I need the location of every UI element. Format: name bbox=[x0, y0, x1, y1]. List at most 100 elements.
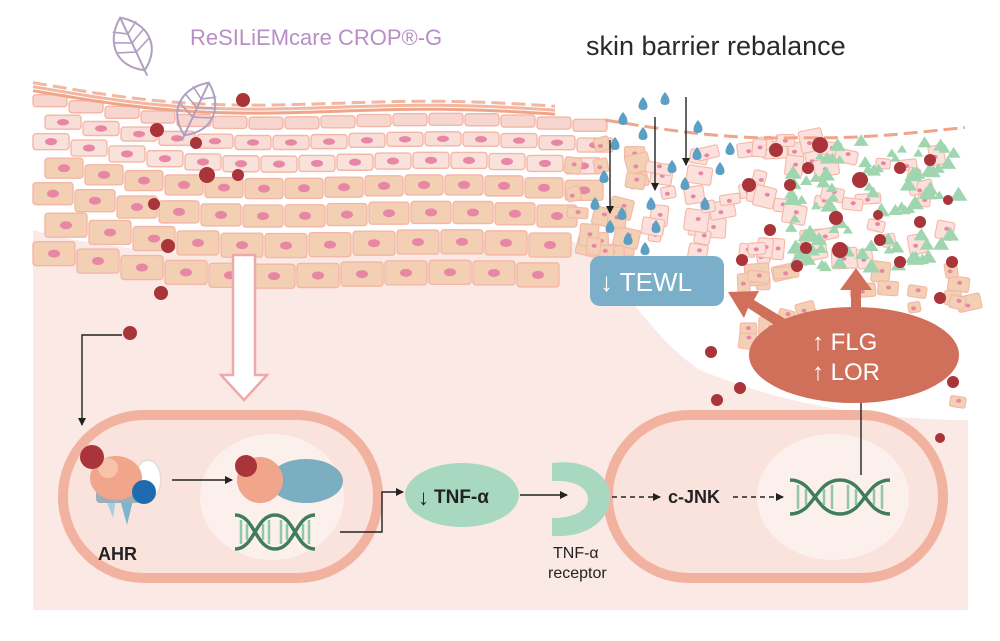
cell-nucleus bbox=[285, 139, 297, 146]
cell-nucleus bbox=[886, 285, 892, 290]
cell-nucleus bbox=[323, 138, 335, 145]
cell-nucleus bbox=[312, 271, 324, 280]
lipid-triangle bbox=[917, 136, 932, 148]
lipid-triangle bbox=[890, 153, 901, 162]
disrupted-cell bbox=[948, 294, 967, 311]
lipid-triangle bbox=[816, 176, 831, 188]
lipid-triangle bbox=[921, 181, 939, 195]
lipid-triangle bbox=[842, 225, 853, 234]
active-granule bbox=[148, 198, 160, 210]
water-drop-icon bbox=[700, 197, 710, 210]
water-drop-icon bbox=[638, 97, 648, 110]
water-drop-icon bbox=[715, 162, 725, 175]
active-granule bbox=[873, 210, 883, 220]
water-drops bbox=[590, 92, 735, 255]
stratum-corneum-cell bbox=[320, 115, 356, 129]
cell-nucleus bbox=[764, 192, 770, 197]
cell-nucleus bbox=[726, 198, 732, 203]
water-drop-icon bbox=[617, 207, 627, 220]
cell-nucleus bbox=[178, 180, 190, 189]
cell-nucleus bbox=[746, 335, 752, 340]
cell-nucleus bbox=[569, 193, 575, 198]
stratum-corneum-cell bbox=[284, 116, 320, 130]
cell-nucleus bbox=[456, 237, 468, 246]
cell-nucleus bbox=[875, 221, 881, 226]
disrupted-cell bbox=[685, 164, 714, 186]
lipid-triangle bbox=[798, 251, 816, 265]
water-drop-icon bbox=[618, 112, 628, 125]
cell-nucleus bbox=[133, 130, 145, 138]
cell-nucleus bbox=[425, 156, 437, 164]
skin-layers bbox=[32, 81, 614, 289]
active-granule bbox=[829, 211, 843, 225]
cell-nucleus bbox=[956, 398, 962, 403]
cell-nucleus bbox=[718, 210, 724, 215]
cjnk-label: c-JNK bbox=[668, 487, 720, 507]
stratum-corneum-cell bbox=[140, 110, 176, 124]
active-granule bbox=[894, 162, 906, 174]
lipid-triangle bbox=[820, 197, 839, 212]
cell-nucleus bbox=[746, 149, 752, 154]
cell-nucleus bbox=[785, 312, 791, 317]
disrupted-cell bbox=[565, 185, 583, 203]
lipid-triangle bbox=[858, 156, 873, 168]
cell-nucleus bbox=[597, 165, 603, 170]
cell-nucleus bbox=[711, 224, 717, 229]
cell-nucleus bbox=[498, 181, 510, 190]
water-drop-icon bbox=[692, 147, 702, 160]
lipid-triangle bbox=[939, 155, 957, 169]
cell-nucleus bbox=[324, 240, 336, 249]
tnf-alpha-label: TNF-α bbox=[434, 487, 489, 508]
lipid-triangle bbox=[863, 182, 875, 191]
lipid-triangle bbox=[873, 163, 885, 173]
water-drop-icon bbox=[660, 92, 670, 105]
active-granule bbox=[934, 292, 946, 304]
dna-icon bbox=[234, 513, 316, 551]
lipid-triangle bbox=[899, 176, 917, 191]
lipid-triangle bbox=[784, 165, 802, 179]
stratum-corneum-cell bbox=[212, 115, 248, 130]
lipid-triangle bbox=[883, 245, 894, 254]
cell-nucleus bbox=[571, 162, 577, 167]
tnf-alpha-oval bbox=[405, 463, 519, 527]
active-granule bbox=[947, 376, 959, 388]
cell-nucleus bbox=[911, 306, 917, 311]
cell-nucleus bbox=[89, 196, 101, 205]
cell-nucleus bbox=[458, 180, 470, 189]
cell-nucleus bbox=[807, 141, 813, 146]
cell-nucleus bbox=[602, 248, 608, 253]
cell-nucleus bbox=[587, 232, 593, 237]
stratum-corneum-layer bbox=[604, 118, 966, 140]
dna-icon bbox=[789, 478, 891, 516]
cell-nucleus bbox=[532, 270, 544, 279]
cell-nucleus bbox=[657, 212, 663, 217]
active-granule bbox=[764, 224, 776, 236]
title: skin barrier rebalance bbox=[586, 31, 846, 61]
lipid-triangle bbox=[827, 192, 839, 202]
cell-nucleus bbox=[215, 210, 227, 219]
lipid-triangle bbox=[920, 249, 937, 263]
cell-nucleus bbox=[757, 145, 763, 150]
cell-nucleus bbox=[501, 157, 513, 166]
cell-nucleus bbox=[209, 137, 221, 145]
disrupted-cell bbox=[623, 151, 652, 175]
active-granule bbox=[802, 162, 814, 174]
active-granule bbox=[711, 394, 723, 406]
cell-nucleus bbox=[915, 288, 921, 293]
active-granule bbox=[812, 137, 828, 153]
cell-nucleus bbox=[444, 268, 456, 277]
cell-nucleus bbox=[148, 234, 160, 243]
cell-nucleus bbox=[947, 269, 953, 274]
brand-name: ReSILiEMcare CROP®-G bbox=[190, 25, 442, 50]
cell-nucleus bbox=[136, 263, 148, 272]
water-drop-icon bbox=[693, 120, 703, 133]
cell-nucleus bbox=[664, 191, 670, 196]
cell-nucleus bbox=[95, 125, 107, 132]
lipid-triangle bbox=[814, 242, 828, 253]
cell-nucleus bbox=[753, 247, 759, 252]
cell-nucleus bbox=[299, 211, 311, 220]
cell-nucleus bbox=[551, 212, 563, 221]
lipid-triangle bbox=[785, 222, 798, 232]
cell-nucleus bbox=[792, 149, 798, 154]
